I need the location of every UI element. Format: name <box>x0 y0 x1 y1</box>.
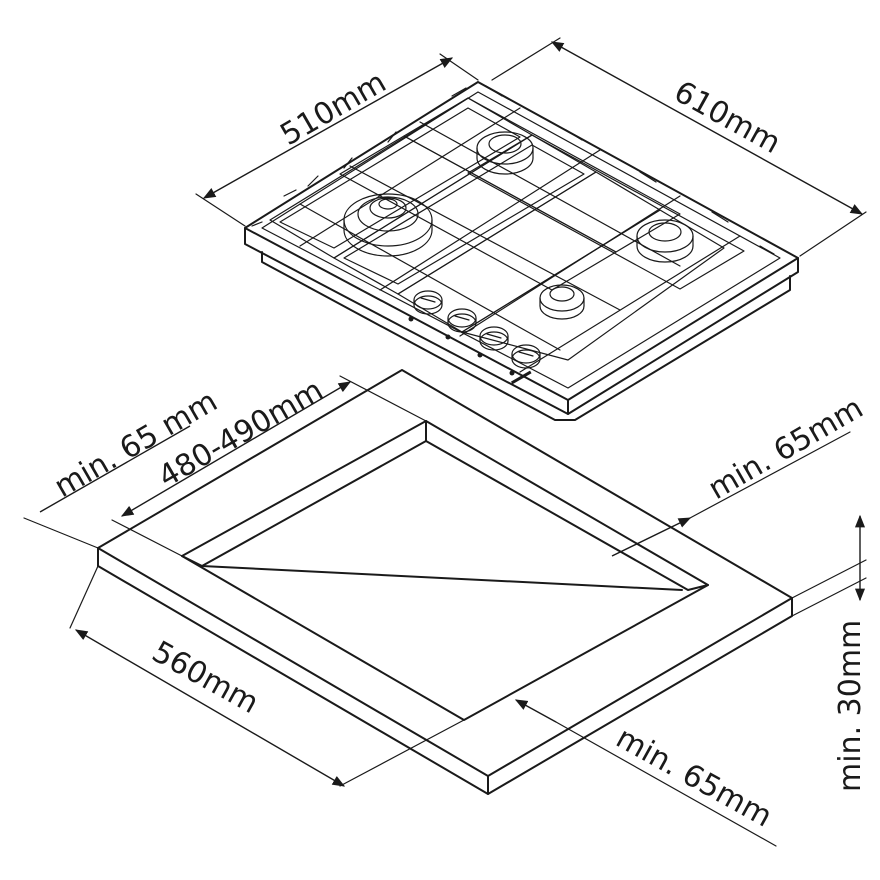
cutout-opening <box>181 420 709 721</box>
hob-width-label: 610mm <box>668 74 786 161</box>
burner-rear <box>476 131 534 175</box>
knob-3 <box>477 326 509 358</box>
knob-1 <box>408 290 443 322</box>
brand-mark <box>510 370 532 385</box>
knob-2 <box>445 308 477 340</box>
back-margin-dimension-line <box>514 699 557 723</box>
hob-right-edge <box>567 257 799 415</box>
cutout-dimensions <box>23 375 867 847</box>
hob-depth-dimension-line <box>202 57 454 199</box>
burner-right <box>636 219 694 263</box>
hob-depth-label: 510mm <box>275 65 393 153</box>
right-margin-label: min. 65mm <box>703 390 870 506</box>
right-margin-dimension-line <box>611 517 692 557</box>
knob-4 <box>509 344 541 376</box>
hob-dimensions <box>195 37 867 257</box>
hob-front-edge <box>244 227 569 415</box>
cutout-width-label: 560mm <box>146 634 264 721</box>
burner-front <box>539 284 585 320</box>
back-margin-label: min. 65mm <box>610 720 778 834</box>
hob-width-dimension-line <box>550 41 864 215</box>
cutout-width-dimension-line <box>74 629 346 787</box>
control-knobs <box>408 290 541 376</box>
hob-body <box>261 251 791 421</box>
cutout-depth-dimension-line <box>120 381 352 517</box>
worktop-thickness-label: min. 30mm <box>833 620 868 792</box>
